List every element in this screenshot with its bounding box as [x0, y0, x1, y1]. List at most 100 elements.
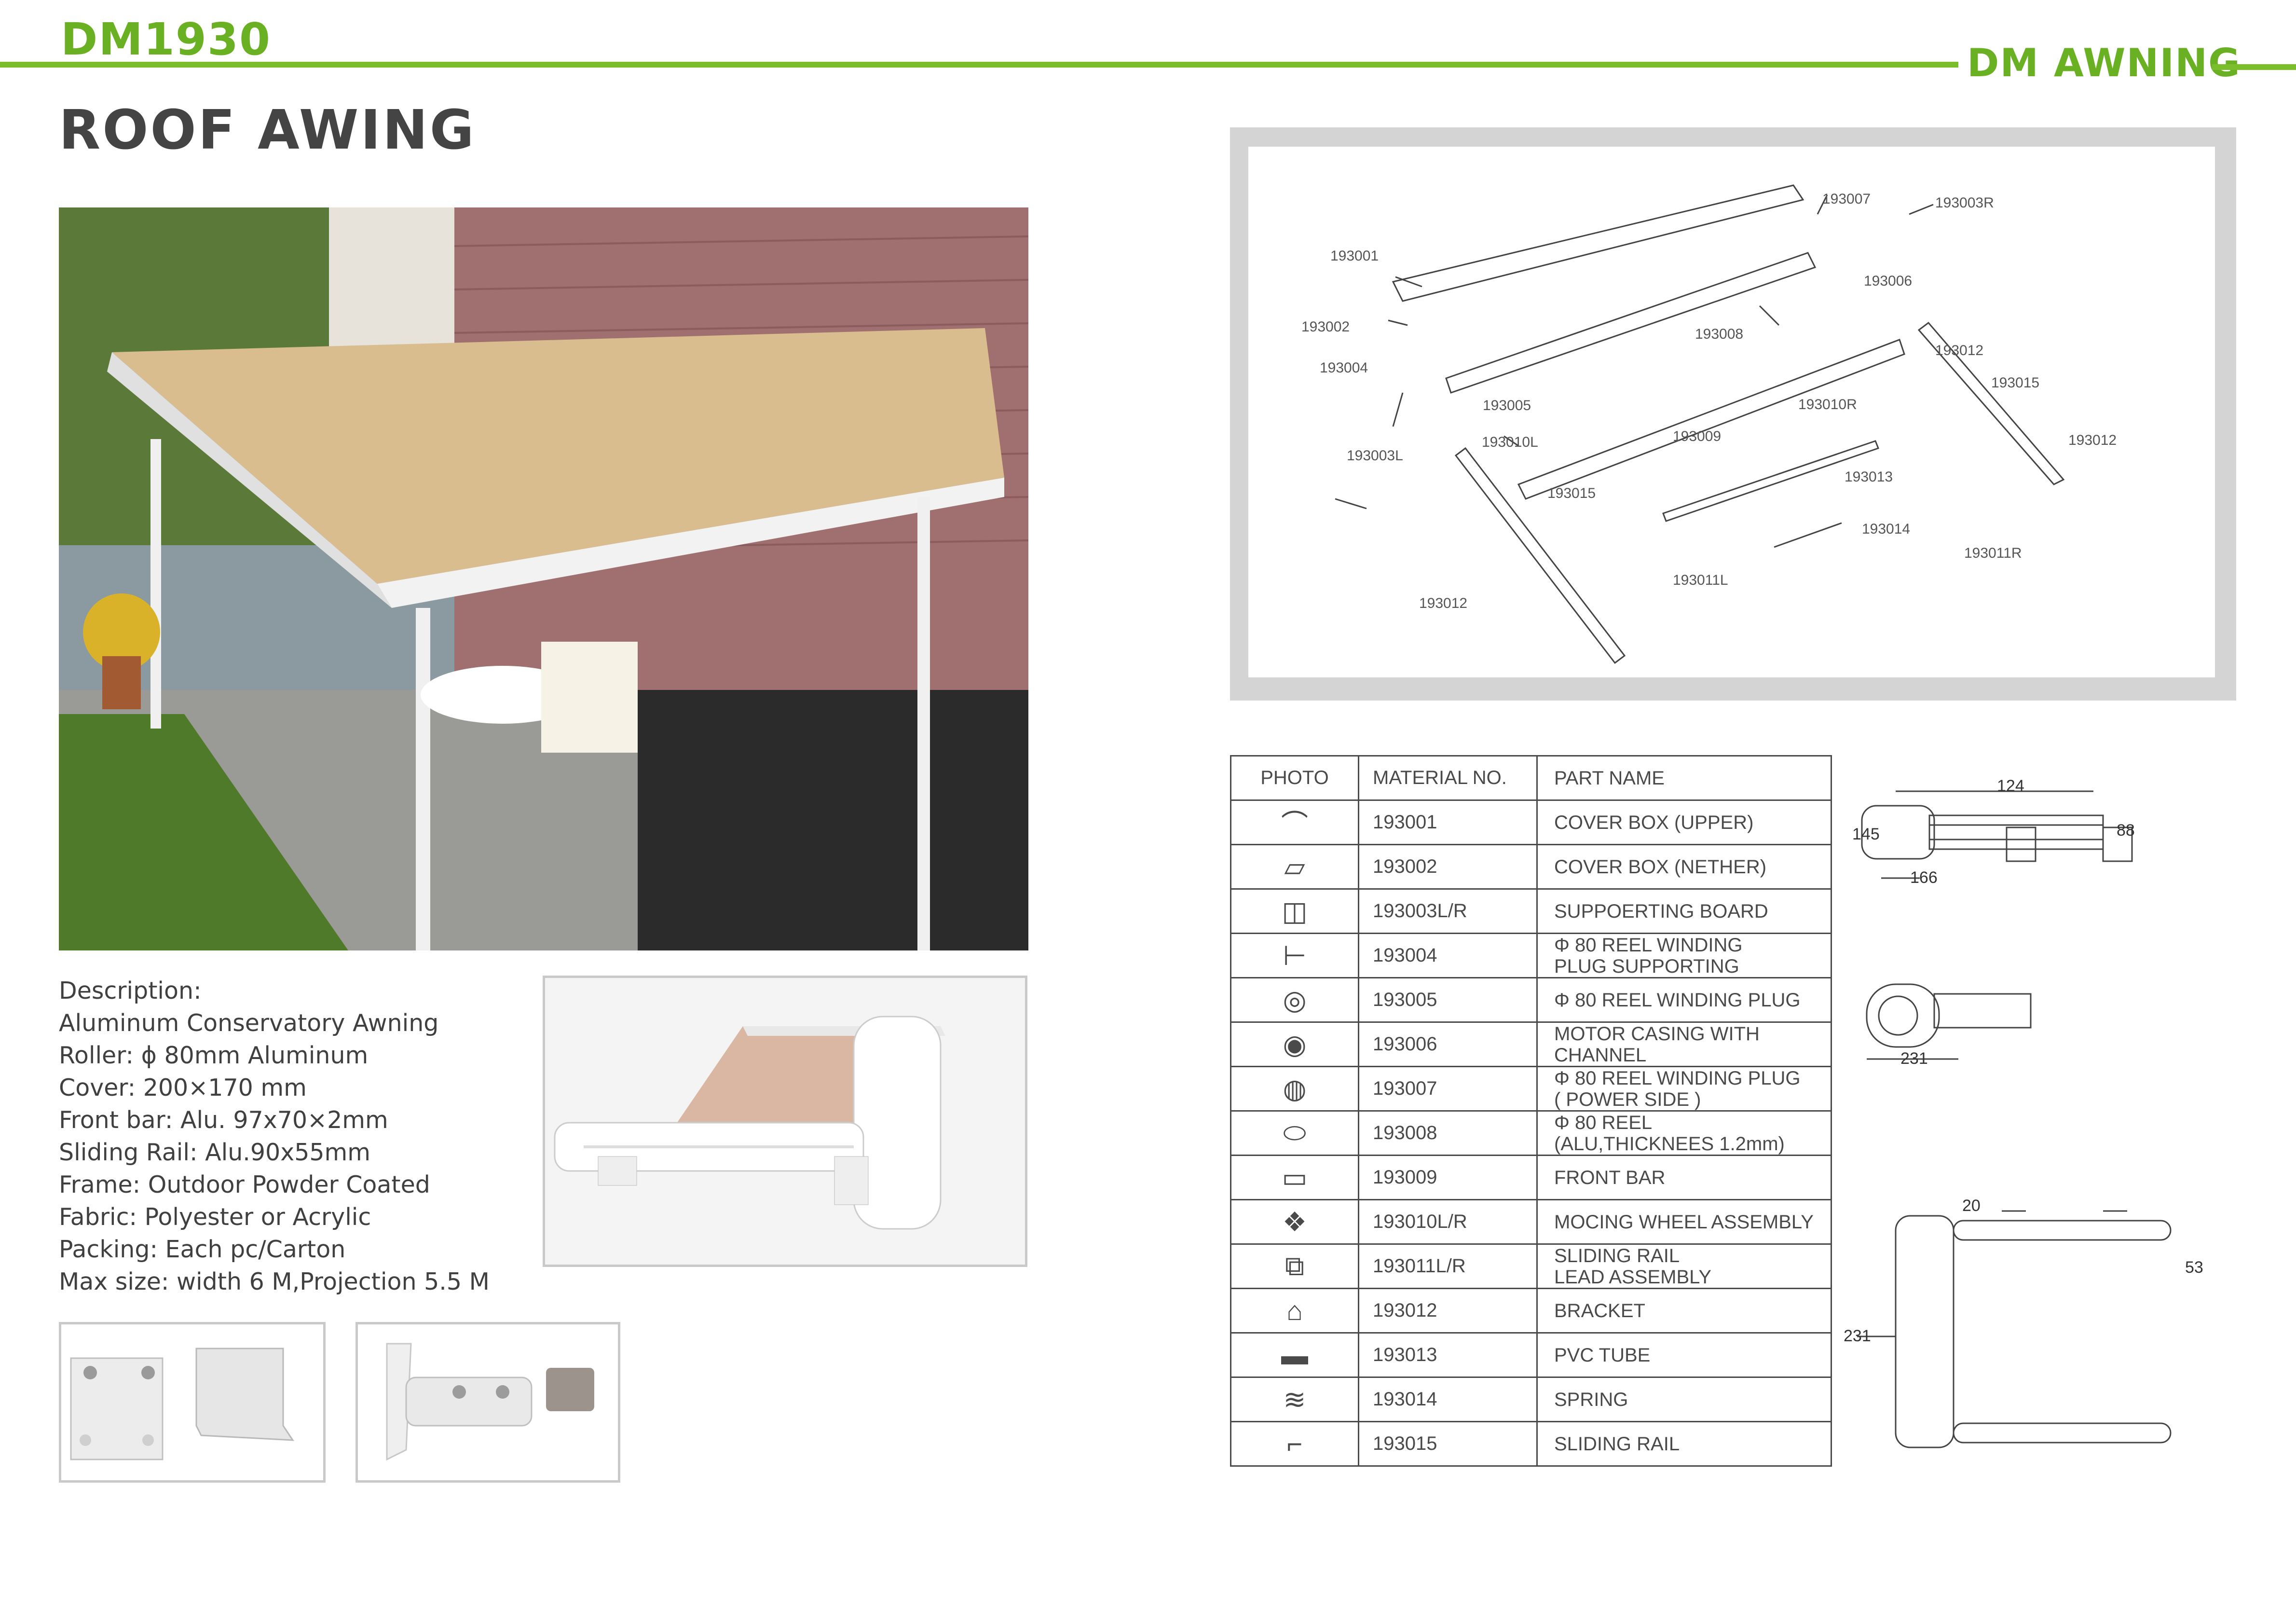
header-part-name: PART NAME	[1536, 755, 1832, 801]
description-line: Cover: 200×170 mm	[59, 1074, 307, 1101]
dimension-label: 88	[2117, 821, 2135, 840]
part-label: 193007	[1822, 191, 1871, 207]
material-no: 193003L/R	[1358, 888, 1538, 934]
part-photo-icon: ⬭	[1230, 1110, 1359, 1156]
part-label: 193014	[1862, 521, 1911, 537]
part-photo-icon: ◎	[1230, 977, 1359, 1023]
part-photo-icon: ⌂	[1230, 1288, 1359, 1334]
part-name-line: Φ 80 REEL WINDING PLUG	[1554, 989, 1801, 1011]
part-label: 193015	[1547, 485, 1596, 501]
part-name-line: CHANNEL	[1554, 1044, 1647, 1066]
part-label: 193012	[1935, 343, 1984, 358]
part-name-line: SUPPOERTING BOARD	[1554, 900, 1768, 922]
part-name-line: PVC TUBE	[1554, 1344, 1651, 1366]
description-line: Frame: Outdoor Powder Coated	[59, 1171, 430, 1198]
part-name: PVC TUBE	[1536, 1332, 1832, 1378]
part-photo-icon: ▬	[1230, 1332, 1359, 1378]
top-dimension-drawing: 20 53 231	[1833, 1187, 2228, 1457]
part-label: 193006	[1864, 273, 1913, 289]
material-no: 193013	[1358, 1332, 1538, 1378]
dimension-label: 166	[1910, 868, 1938, 887]
dimension-label: 231	[1844, 1327, 1871, 1345]
part-name-line: ( POWER SIDE )	[1554, 1088, 1701, 1110]
material-no: 193002	[1358, 844, 1538, 890]
model-number: DM1930	[61, 14, 271, 65]
part-name-line: FRONT BAR	[1554, 1167, 1666, 1188]
material-no: 193001	[1358, 799, 1538, 845]
part-photo-icon: ⧉	[1230, 1243, 1359, 1289]
material-no: 193012	[1358, 1288, 1538, 1334]
part-label: 193012	[1419, 595, 1468, 611]
brand-name: DM AWNING	[1967, 41, 2241, 85]
part-photo-icon: ▭	[1230, 1155, 1359, 1200]
part-label: 193001	[1330, 248, 1379, 264]
description-line: Description:	[59, 977, 202, 1005]
description: Description: Aluminum Conservatory Awnin…	[59, 975, 490, 1298]
part-photo-icon: ❖	[1230, 1199, 1359, 1245]
part-photo-icon: ▱	[1230, 844, 1359, 890]
part-label: 193003L	[1347, 448, 1403, 464]
exploded-diagram: 193007 193003R 193001 193006 193002 1930…	[1230, 127, 2236, 701]
part-name: SUPPOERTING BOARD	[1536, 888, 1832, 934]
description-line: Front bar: Alu. 97x70×2mm	[59, 1106, 388, 1134]
dimension-label: 124	[1997, 777, 2024, 795]
part-name: Φ 80 REEL WINDING PLUG( POWER SIDE )	[1536, 1066, 1832, 1112]
part-name-line: BRACKET	[1554, 1300, 1645, 1321]
material-no: 193008	[1358, 1110, 1538, 1156]
part-name: SLIDING RAIL	[1536, 1421, 1832, 1467]
part-name: MOCING WHEEL ASSEMBLY	[1536, 1199, 1832, 1245]
part-label: 193011R	[1964, 545, 2022, 561]
part-label: 193009	[1673, 428, 1722, 444]
hinge-bracket-photo	[355, 1322, 620, 1483]
part-name: SPRING	[1536, 1376, 1832, 1422]
header-photo: PHOTO	[1230, 755, 1359, 801]
part-name: COVER BOX (UPPER)	[1536, 799, 1832, 845]
end-dimension-drawing: 231	[1862, 975, 2036, 1076]
table-row: ▬193013 PVC TUBE	[1230, 1332, 1832, 1378]
part-name-line: MOTOR CASING WITH	[1554, 1023, 1760, 1045]
part-name-line: SLIDING RAIL	[1554, 1245, 1680, 1266]
part-label: 193005	[1483, 398, 1531, 413]
part-name: COVER BOX (NETHER)	[1536, 844, 1832, 890]
part-photo-icon: ≋	[1230, 1376, 1359, 1422]
dimension-label: 53	[2185, 1258, 2203, 1277]
awning-photo	[59, 207, 1028, 950]
bracket-photo	[59, 1322, 326, 1483]
part-label: 193010L	[1482, 434, 1538, 450]
part-name-line: Φ 80 REEL	[1554, 1112, 1653, 1133]
part-label: 193013	[1845, 469, 1893, 485]
material-no: 193010L/R	[1358, 1199, 1538, 1245]
part-name-line: Φ 80 REEL WINDING	[1554, 934, 1743, 956]
material-no: 193015	[1358, 1421, 1538, 1467]
description-line: Packing: Each pc/Carton	[59, 1236, 346, 1263]
part-name: Φ 80 REEL(ALU,THICKNEES 1.2mm)	[1536, 1110, 1832, 1156]
part-photo-icon: ⌐	[1230, 1421, 1359, 1467]
part-name-line: SPRING	[1554, 1389, 1628, 1410]
part-photo-icon: ◍	[1230, 1066, 1359, 1112]
header-material-no: MATERIAL NO.	[1358, 755, 1538, 801]
header-rule-right	[2212, 64, 2296, 70]
table-row: ⌂193012 BRACKET	[1230, 1288, 1832, 1334]
description-line: Fabric: Polyester or Acrylic	[59, 1203, 371, 1231]
part-label: 193003R	[1935, 195, 1994, 211]
part-photo-icon: ⊢	[1230, 933, 1359, 978]
material-no: 193007	[1358, 1066, 1538, 1112]
part-label: 193002	[1301, 319, 1350, 335]
material-no: 193004	[1358, 933, 1538, 978]
part-label: 193015	[1991, 375, 2040, 391]
cassette-photo	[543, 976, 1027, 1267]
dimension-label: 20	[1962, 1197, 1981, 1215]
part-photo-icon: ◫	[1230, 888, 1359, 934]
